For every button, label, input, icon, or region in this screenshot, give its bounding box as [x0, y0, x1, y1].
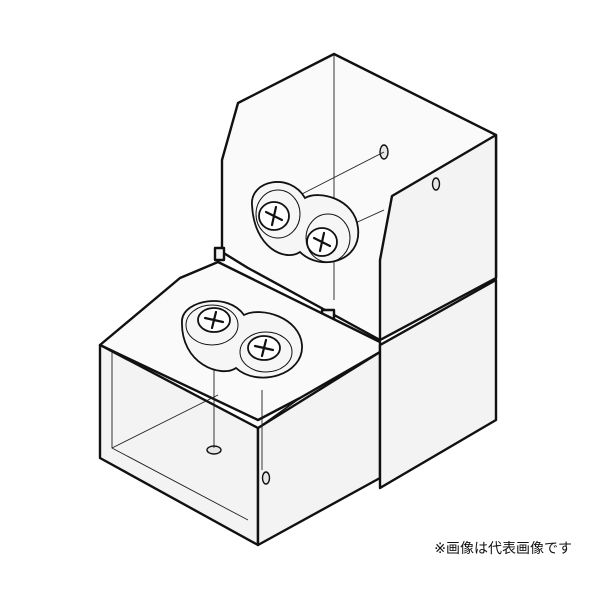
upper-bracket-side-hole	[431, 177, 441, 191]
cross-recess-icon	[253, 338, 275, 358]
lower-bracket-side-hole	[261, 471, 271, 485]
lower-screw-pair	[181, 300, 303, 379]
representative-image-note: ※画像は代表画像です	[434, 541, 572, 557]
cross-recess-icon	[203, 310, 225, 330]
upper-screw-pair	[251, 181, 359, 264]
upper-bracket	[213, 52, 498, 342]
cross-recess-icon	[312, 231, 332, 253]
upper-bracket-tab	[213, 246, 226, 262]
cross-recess-icon	[264, 205, 284, 227]
